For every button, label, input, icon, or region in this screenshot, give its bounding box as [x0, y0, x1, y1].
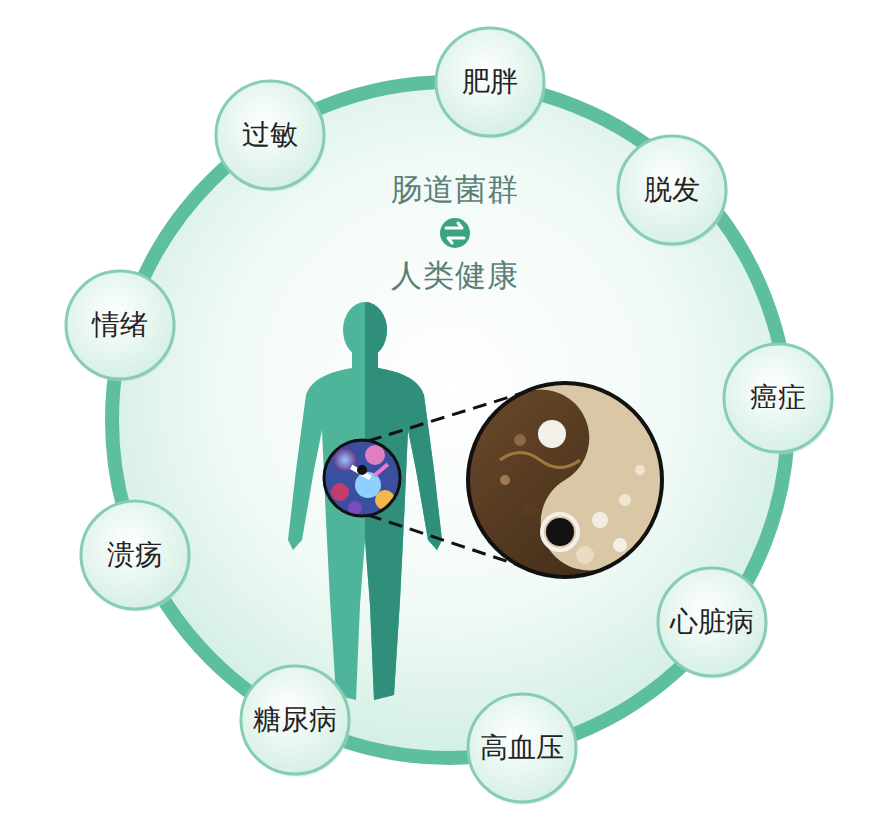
disease-circle: 脱发 [616, 134, 728, 246]
disease-circle: 肥胖 [434, 26, 546, 138]
center-title: 肠道菌群 [391, 169, 519, 211]
node-label: 高血压 [480, 731, 564, 765]
node-label: 过敏 [242, 118, 298, 152]
disease-circle: 高血压 [466, 692, 578, 804]
node-label: 心脏病 [670, 605, 754, 639]
node-label: 癌症 [750, 381, 806, 415]
outer-ring [112, 82, 788, 758]
disease-circle: 癌症 [722, 342, 834, 454]
human-figure [288, 302, 442, 700]
node-label: 情绪 [92, 308, 148, 342]
disease-circle: 心脏病 [656, 566, 768, 678]
exchange-symbol [440, 218, 470, 248]
microbe-yinyang [468, 347, 698, 588]
node-label: 糖尿病 [253, 703, 337, 737]
node-label: 肥胖 [462, 65, 518, 99]
center-title: 人类健康 [391, 255, 519, 297]
gut-closeup [324, 440, 400, 516]
disease-circle: 糖尿病 [239, 664, 351, 776]
disease-circle: 情绪 [64, 269, 176, 381]
disease-circle: 过敏 [214, 79, 326, 191]
node-label: 溃疡 [107, 538, 163, 572]
disease-circle: 溃疡 [79, 499, 191, 611]
node-label: 脱发 [644, 173, 700, 207]
